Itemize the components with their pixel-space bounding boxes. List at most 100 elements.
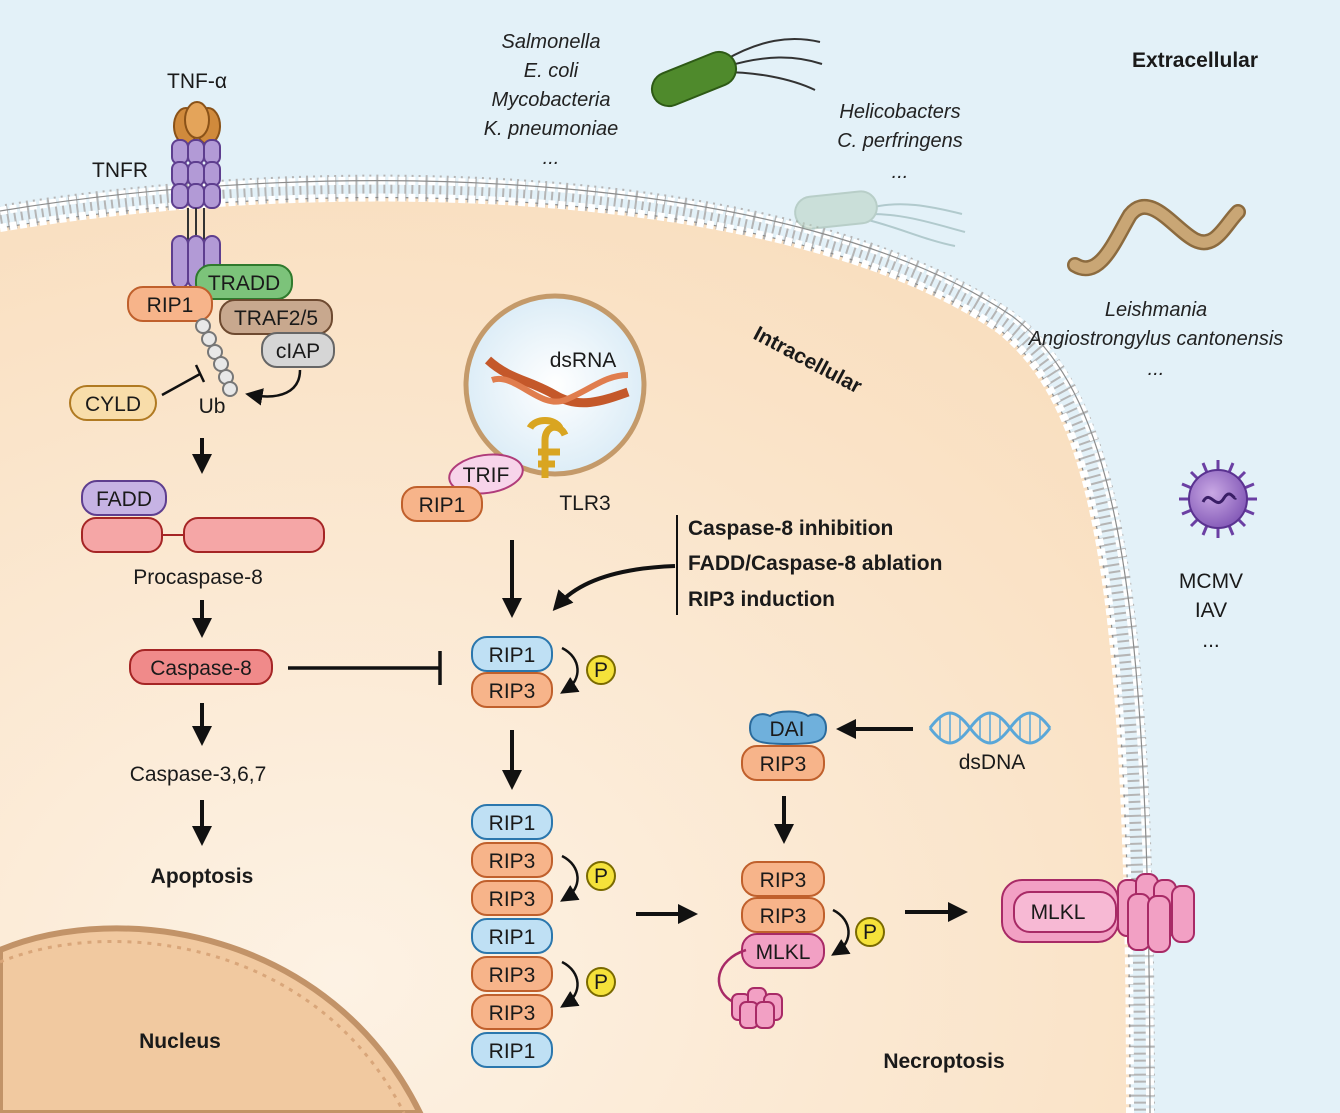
svg-text:RIP3: RIP3 bbox=[489, 1002, 536, 1025]
dsrna-label: dsRNA bbox=[550, 349, 617, 372]
pathogen-helicobacters: Helicobacters bbox=[839, 101, 960, 123]
svg-text:TRIF: TRIF bbox=[463, 464, 510, 487]
svg-text:P: P bbox=[594, 659, 608, 682]
rip1-rip3-complex: RIP1 RIP3 bbox=[471, 636, 553, 708]
pathogen-ellipsis-2: ... bbox=[892, 161, 909, 183]
rip1-protein-complex1: RIP1 bbox=[127, 286, 213, 322]
caspase8-inhibition-line bbox=[288, 651, 442, 685]
svg-text:Caspase-8: Caspase-8 bbox=[150, 657, 252, 680]
pathogen-ellipsis-3: ... bbox=[1148, 358, 1165, 380]
dsdna-helix-icon bbox=[928, 711, 1052, 745]
fadd-protein: FADD bbox=[81, 480, 167, 516]
phospho-arrow-3 bbox=[560, 960, 580, 1008]
worm-body bbox=[1069, 201, 1244, 274]
trif-protein: TRIF bbox=[448, 453, 524, 495]
mlkl-pore-icon: MLKL bbox=[1001, 873, 1195, 953]
phospho-badge-3: P bbox=[586, 967, 616, 997]
arrow-conditions-to-ripoptosome bbox=[552, 564, 676, 612]
pathogen-ellipsis-1: ... bbox=[543, 147, 560, 169]
svg-text:CYLD: CYLD bbox=[85, 393, 141, 416]
bacteria-group-2: Helicobacters C. perfringens ... bbox=[837, 101, 963, 183]
svg-text:RIP1: RIP1 bbox=[147, 294, 194, 317]
pathogen-angiostrongylus: Angiostrongylus cantonensis bbox=[1028, 328, 1284, 350]
rip3-protein-dai: RIP3 bbox=[741, 745, 825, 781]
condition-caspase8-inhibition: Caspase-8 inhibition bbox=[688, 517, 893, 540]
viruses-group: MCMV IAV ... bbox=[1179, 570, 1243, 652]
tlr3-receptor-icon bbox=[526, 417, 569, 478]
condition-rip3-induction: RIP3 induction bbox=[688, 588, 835, 611]
procaspase-8-label: Procaspase-8 bbox=[133, 566, 263, 589]
svg-text:RIP1: RIP1 bbox=[419, 494, 466, 517]
ciap-protein: cIAP bbox=[261, 332, 335, 368]
dai-protein: DAI bbox=[748, 710, 828, 746]
svg-text:RIP3: RIP3 bbox=[489, 964, 536, 987]
phospho-arrow-4 bbox=[831, 908, 851, 956]
svg-text:RIP3: RIP3 bbox=[760, 905, 807, 928]
ubiquitin-chain-icon bbox=[195, 318, 238, 397]
virus-iav: IAV bbox=[1195, 599, 1227, 622]
tlr3-label: TLR3 bbox=[559, 492, 610, 515]
pathogen-ecoli: E. coli bbox=[524, 60, 579, 82]
condition-fadd-caspase8-ablation: FADD/Caspase-8 ablation bbox=[688, 552, 942, 575]
svg-text:RIP1: RIP1 bbox=[489, 812, 536, 835]
cell-membrane bbox=[0, 174, 1155, 1113]
bacteria-group-1: Salmonella E. coli Mycobacteria K. pneum… bbox=[484, 31, 619, 169]
necroptosis-label: Necroptosis bbox=[883, 1050, 1004, 1073]
svg-text:RIP1: RIP1 bbox=[489, 926, 536, 949]
ub-label: Ub bbox=[199, 395, 226, 418]
ciap-ubiquitination-arrow bbox=[245, 369, 302, 406]
svg-text:RIP3: RIP3 bbox=[489, 850, 536, 873]
svg-text:RIP1: RIP1 bbox=[489, 644, 536, 667]
extracellular-label: Extracellular bbox=[1132, 49, 1258, 72]
svg-text:P: P bbox=[863, 921, 877, 944]
virus-icon bbox=[1179, 460, 1257, 538]
dsdna-label: dsDNA bbox=[959, 751, 1026, 774]
virus-ellipsis: ... bbox=[1202, 629, 1220, 652]
parasites-group: Leishmania Angiostrongylus cantonensis .… bbox=[1028, 299, 1284, 380]
virus-mcmv: MCMV bbox=[1179, 570, 1243, 593]
pathogen-mycobacteria: Mycobacteria bbox=[492, 89, 611, 111]
rip1-protein-tlr3: RIP1 bbox=[401, 486, 483, 522]
endosome-vesicle: dsRNA bbox=[463, 293, 647, 477]
necrosome-amyloid-stack: RIP1 RIP3 RIP3 RIP1 RIP3 RIP3 RIP1 bbox=[471, 804, 553, 1068]
phospho-badge-4: P bbox=[855, 917, 885, 947]
svg-text:FADD: FADD bbox=[96, 488, 152, 511]
apoptosis-label: Apoptosis bbox=[151, 865, 254, 888]
svg-text:P: P bbox=[594, 971, 608, 994]
cyld-protein: CYLD bbox=[69, 385, 157, 421]
tnf-alpha-label: TNF-α bbox=[167, 70, 227, 93]
phospho-badge-2: P bbox=[586, 861, 616, 891]
phospho-badge-1: P bbox=[586, 655, 616, 685]
pathogen-kpneumoniae: K. pneumoniae bbox=[484, 118, 619, 140]
pale-bacterium-icon bbox=[794, 190, 966, 247]
svg-text:cIAP: cIAP bbox=[276, 340, 320, 363]
svg-text:TRADD: TRADD bbox=[208, 272, 280, 295]
pathogen-salmonella: Salmonella bbox=[502, 31, 601, 53]
svg-text:RIP3: RIP3 bbox=[489, 680, 536, 703]
cytoplasm bbox=[0, 197, 1130, 1113]
green-bacterium-icon bbox=[650, 38, 823, 108]
phospho-arrow-1 bbox=[560, 646, 580, 694]
pathogen-cperfringens: C. perfringens bbox=[837, 130, 963, 152]
svg-text:MLKL: MLKL bbox=[756, 941, 811, 964]
traf-protein: TRAF2/5 bbox=[219, 299, 333, 335]
svg-text:DAI: DAI bbox=[769, 718, 804, 741]
nucleus-label: Nucleus bbox=[139, 1030, 221, 1053]
pathogen-leishmania: Leishmania bbox=[1105, 299, 1207, 321]
rip3-mlkl-complex: RIP3 RIP3 MLKL bbox=[741, 861, 825, 969]
tnfr-label: TNFR bbox=[92, 159, 148, 182]
procaspase-8-icon bbox=[81, 517, 325, 553]
svg-text:RIP3: RIP3 bbox=[760, 869, 807, 892]
svg-text:RIP3: RIP3 bbox=[489, 888, 536, 911]
svg-text:RIP1: RIP1 bbox=[489, 1040, 536, 1063]
caspase-367-label: Caspase-3,6,7 bbox=[130, 763, 267, 786]
cyld-inhibition-line bbox=[161, 364, 206, 397]
mlkl-4hb-domain-icon bbox=[731, 987, 783, 1029]
svg-text:TRAF2/5: TRAF2/5 bbox=[234, 307, 318, 330]
caspase-8-protein: Caspase-8 bbox=[129, 649, 273, 685]
svg-text:MLKL: MLKL bbox=[1031, 901, 1086, 924]
svg-text:P: P bbox=[594, 865, 608, 888]
phospho-arrow-2 bbox=[560, 854, 580, 902]
svg-text:RIP3: RIP3 bbox=[760, 753, 807, 776]
